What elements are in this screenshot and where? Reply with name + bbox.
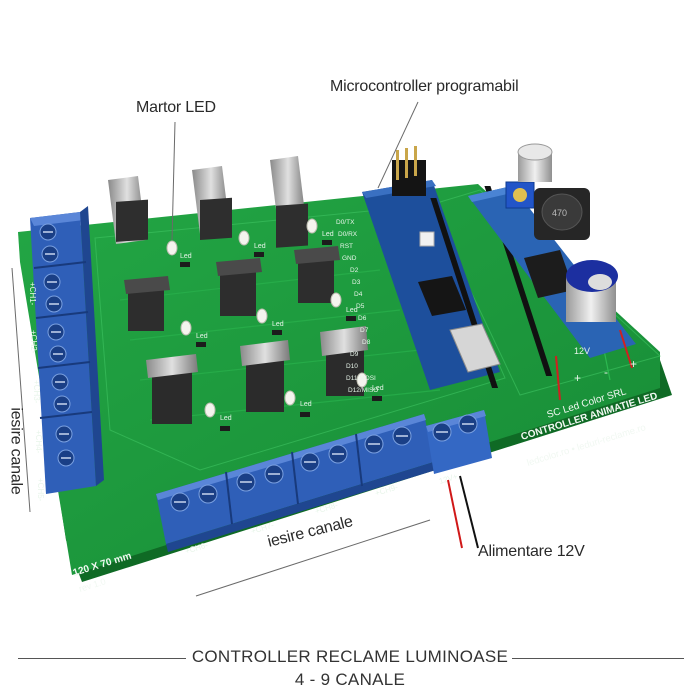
pin-label: D11/MOSI (346, 375, 376, 382)
regulator-label: 12V (574, 346, 590, 356)
pin-label: D0/TX (336, 219, 355, 226)
channel-label-ch5: +CH5- (36, 478, 45, 502)
power-wires (447, 475, 479, 549)
plus-mark: + (574, 371, 581, 385)
led-label: Led (254, 243, 266, 250)
pin-label: D10 (346, 363, 358, 370)
pin-label: D9 (350, 351, 359, 358)
indicator-leds: Led Led Led Led Led Led Led Led Led (166, 218, 384, 431)
inductor-marking: 470 (552, 208, 567, 218)
pin-label: D2 (350, 267, 359, 274)
pin-label: D6 (358, 315, 367, 322)
callout-iesire-canale-left: iesire canale (7, 407, 25, 495)
pin-label: GND (342, 255, 357, 262)
channel-label-ch2: +CH2- (29, 330, 38, 354)
footer-subtitle: 4 - 9 CANALE (294, 670, 406, 689)
pin-label: D8 (362, 339, 371, 346)
led-label: Led (322, 231, 334, 238)
plus-mark: + (630, 357, 637, 371)
callout-martor-led: Martor LED (136, 99, 216, 116)
footer-title: CONTROLLER RECLAME LUMINOASE (191, 647, 509, 666)
left-terminal-blocks (30, 206, 104, 494)
callout-microcontroller: Microcontroller programabil (330, 78, 519, 95)
led-label: Led (346, 307, 358, 314)
channel-label-ch3: +CH3- (32, 380, 41, 404)
footer-rule-right (512, 658, 684, 659)
minus-mark: - (604, 365, 608, 379)
mosfet-array (108, 156, 368, 424)
channel-label-ch1: +CH1- (28, 282, 37, 306)
pin-label: D0/RX (338, 231, 358, 238)
pin-label: D5 (356, 303, 365, 310)
led-label: Led (372, 385, 384, 392)
pin-label: D12/MISO (348, 387, 378, 394)
led-label: Led (272, 321, 284, 328)
channel-label-ch4: +CH4- (34, 430, 43, 454)
pin-label: D7 (360, 327, 369, 334)
led-label: Led (180, 253, 192, 260)
pin-label: RST (340, 243, 353, 250)
bottom-terminal-blocks (156, 410, 492, 552)
led-label: Led (300, 401, 312, 408)
callout-alimentare: Alimentare 12V (478, 543, 585, 560)
pin-label: D3 (352, 279, 361, 286)
led-label: Led (196, 333, 208, 340)
footer-rule-left (18, 658, 186, 659)
regulator-module: 470 12V (468, 143, 636, 401)
pin-label: D4 (354, 291, 363, 298)
led-label: Led (220, 415, 232, 422)
